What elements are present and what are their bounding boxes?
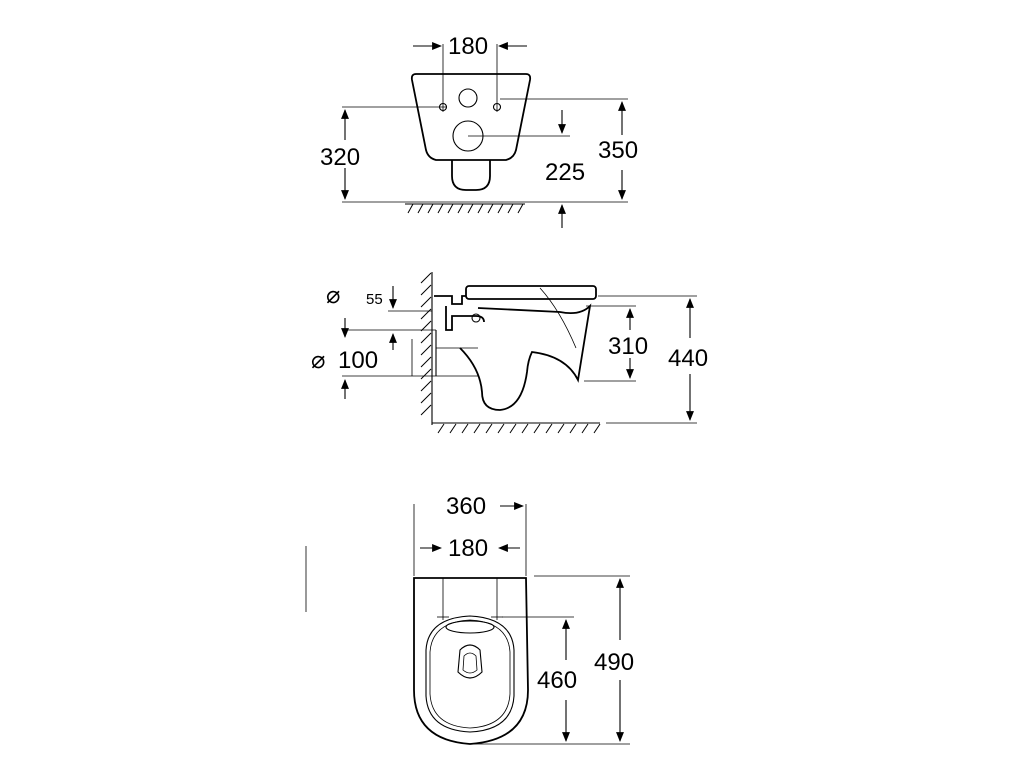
top-dim-490: 490	[594, 649, 634, 676]
top-view: 360 180 460 490	[305, 493, 634, 745]
front-view-body	[410, 73, 532, 161]
side-view-seat	[465, 285, 597, 300]
side-dim-55: 55	[366, 291, 383, 308]
top-view-bowl-inner	[425, 615, 515, 733]
side-wall-hatch	[420, 272, 432, 416]
top-view-outline	[413, 577, 529, 745]
top-dim-360: 360	[446, 493, 486, 520]
top-view-drain	[457, 644, 483, 679]
front-view: 180 320 225 350	[320, 33, 638, 228]
side-view-bowl	[459, 303, 592, 411]
side-diameter-symbol-bottom: ⌀	[311, 347, 325, 374]
front-dim-180: 180	[448, 33, 488, 60]
side-view-bracket	[434, 295, 485, 331]
front-dim-320: 320	[320, 144, 360, 171]
front-dim-225: 225	[545, 159, 585, 186]
side-dim-440: 440	[668, 345, 708, 372]
front-floor-hatch	[405, 203, 525, 214]
side-view: ⌀ 55 ⌀ 100 310 440	[311, 272, 708, 434]
side-dim-100: 100	[338, 347, 378, 374]
top-dim-460: 460	[537, 667, 577, 694]
side-floor-hatch	[437, 423, 601, 434]
side-dim-310: 310	[608, 333, 648, 360]
top-dim-180: 180	[448, 535, 488, 562]
front-view-foot	[451, 160, 491, 191]
side-diameter-symbol-top: ⌀	[326, 282, 340, 309]
front-view-inlet-hole	[458, 88, 478, 108]
front-dim-350: 350	[598, 137, 638, 164]
